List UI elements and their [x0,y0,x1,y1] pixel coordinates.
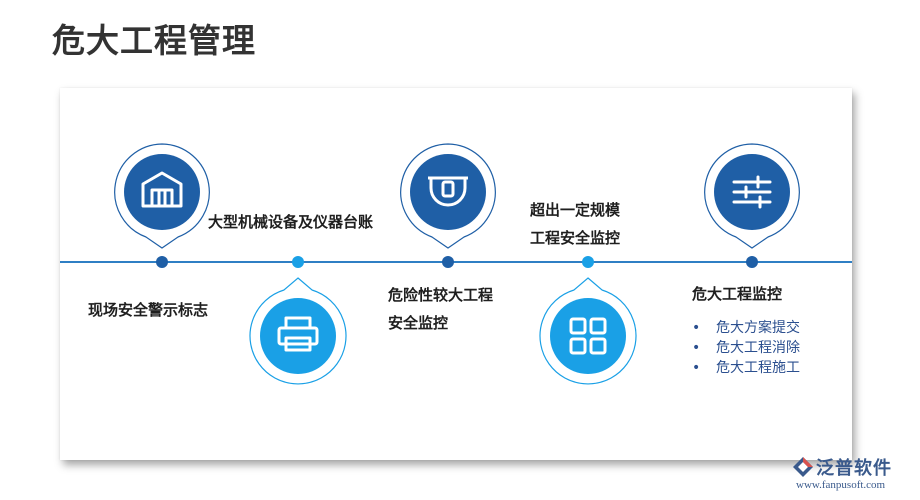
sliders-icon [732,175,772,209]
timeline-dot-3 [442,256,454,268]
warehouse-icon [141,171,183,208]
step-3-label: 危险性较大工程 安全监控 [388,281,493,337]
camera-icon [428,176,468,207]
step-3-label-line1: 危险性较大工程 [388,286,494,304]
step-5-bullets: •危大方案提交 •危大工程消除 •危大工程施工 [690,318,800,378]
step-4-label: 超出一定规模 工程安全监控 [530,196,620,252]
step-3-label-line2: 安全监控 [388,314,449,332]
logo-url: www.fanpusoft.com [796,479,886,491]
bullet-dot-icon: • [692,320,701,336]
step-1-label: 现场安全警示标志 [88,301,209,319]
page-title: 危大工程管理 [52,21,256,60]
step-5-label: 危大工程监控 [692,285,783,303]
step-4-label-line2: 工程安全监控 [530,229,621,247]
brand-logo: 泛普软件 www.fanpusoft.com [792,452,916,498]
step-4-label-line1: 超出一定规模 [530,201,621,219]
timeline-line [60,261,852,263]
bullet-item: •危大方案提交 [692,320,800,336]
timeline-dot-1 [156,256,168,268]
step-2-label: 大型机械设备及仪器台账 [208,213,374,231]
logo-brand-text: 泛普软件 [816,458,892,479]
step-5-pin [704,143,800,249]
step-1-pin [114,143,210,249]
printer-icon [277,316,319,352]
timeline-dot-2 [292,256,304,268]
timeline-dot-4 [582,256,594,268]
logo-mark-icon [793,457,813,477]
timeline-dot-5 [746,256,758,268]
bullet-item: •危大工程施工 [692,360,800,376]
bullet-dot-icon: • [692,340,701,356]
bullet-dot-icon: • [692,360,701,376]
step-3-pin [400,143,496,249]
bullet-item: •危大工程消除 [692,340,800,356]
step-4-pin [539,277,637,385]
step-2-pin [249,277,347,385]
grid-icon [569,317,607,355]
